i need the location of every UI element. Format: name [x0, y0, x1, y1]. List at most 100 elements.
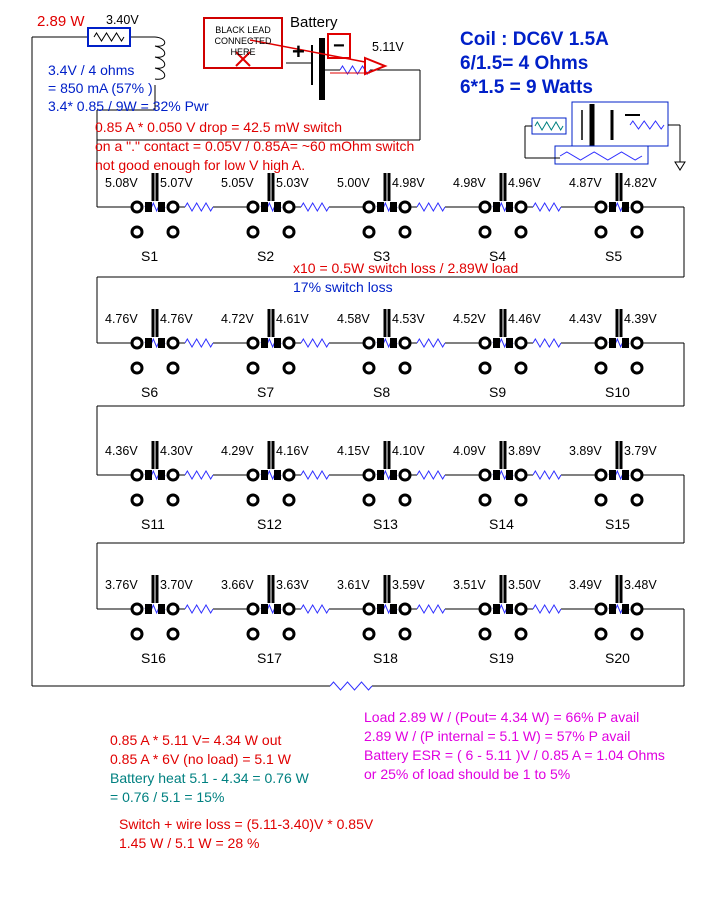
load-resistor-box: [87, 27, 131, 47]
switch-contact-circle: [514, 602, 528, 616]
total-loss-line2: 1.45 W / 5.1 W = 28 %: [119, 835, 260, 851]
efficiency-line2: 2.89 W / (P internal = 5.1 W) = 57% P av…: [364, 728, 631, 744]
switch-contact-block: [261, 604, 268, 614]
switch-vin-label: 3.66V: [221, 578, 254, 592]
switch-contact-circle: [594, 361, 608, 375]
switch-contact-block: [145, 338, 152, 348]
switch-contact-circle: [398, 627, 412, 641]
switch-contact-circle: [514, 336, 528, 350]
load-calc-line1: 3.4V / 4 ohms: [48, 62, 135, 78]
switch-vout-label: 4.98V: [392, 176, 425, 190]
switch-label-s6: S6: [141, 384, 159, 400]
switch-vout-label: 4.10V: [392, 444, 425, 458]
switch-contact-block: [390, 470, 397, 480]
efficiency-line1: Load 2.89 W / (Pout= 4.34 W) = 66% P ava…: [364, 709, 640, 725]
wires: [31, 36, 685, 687]
switch-contact-block: [390, 202, 397, 212]
switch-contact-circle: [282, 336, 296, 350]
switch-contact-circle: [246, 336, 260, 350]
wire-resistor: [532, 338, 562, 348]
switch-vin-label: 3.89V: [569, 444, 602, 458]
load-calc-line3: 3.4* 0.85 / 9W = 32% Pwr: [48, 98, 209, 114]
switch-vout-label: 3.50V: [508, 578, 541, 592]
switch-contact-circle: [166, 627, 180, 641]
switch-contact-circle: [246, 602, 260, 616]
switch-vin-label: 4.76V: [105, 312, 138, 326]
switch-vout-label: 4.46V: [508, 312, 541, 326]
switch-vout-label: 3.70V: [160, 578, 193, 592]
switch-contact-circle: [478, 602, 492, 616]
switch-contact-circle: [398, 225, 412, 239]
switch-label-s20: S20: [605, 650, 630, 666]
switch-vout-label: 4.82V: [624, 176, 657, 190]
coil-rating: Coil : DC6V 1.5A: [460, 29, 609, 50]
switch-vout-label: 4.39V: [624, 312, 657, 326]
switch-label-s17: S17: [257, 650, 282, 666]
switch-vin-label: 4.98V: [453, 176, 486, 190]
switch-contact-circle: [398, 493, 412, 507]
switch-contact-block: [274, 202, 281, 212]
wire-resistor: [184, 470, 214, 480]
switch-contact-circle: [130, 200, 144, 214]
switch-contact-circle: [594, 493, 608, 507]
switch-contact-block: [274, 338, 281, 348]
switch-contact-circle: [246, 627, 260, 641]
switch-vout-label: 4.96V: [508, 176, 541, 190]
switch-contact-block: [622, 338, 629, 348]
wire-resistor: [532, 604, 562, 614]
switch-contact-circle: [362, 200, 376, 214]
return-wire-resistor: [329, 681, 373, 691]
switch-label-s5: S5: [605, 248, 623, 264]
coil-inset-diagram: [524, 101, 686, 171]
switch-vout-label: 3.89V: [508, 444, 541, 458]
switch-vin-label: 5.00V: [337, 176, 370, 190]
switch-contact-circle: [398, 336, 412, 350]
switch-vin-label: 4.15V: [337, 444, 370, 458]
switch-contact-block: [261, 338, 268, 348]
switch-label-s14: S14: [489, 516, 514, 532]
switch-calc-line2: on a "." contact = 0.05V / 0.85A= ~60 mO…: [95, 138, 415, 154]
switch-contact-circle: [282, 468, 296, 482]
inset-resistor: [534, 121, 564, 131]
switch-contact-circle: [478, 336, 492, 350]
switch-vin-label: 5.05V: [221, 176, 254, 190]
switch-contact-circle: [130, 627, 144, 641]
wire-resistor: [300, 604, 330, 614]
switch-contact-circle: [514, 225, 528, 239]
battery-minus-sign: −: [333, 35, 345, 57]
red-x: [235, 51, 251, 67]
switch-vin-label: 4.09V: [453, 444, 486, 458]
switch-contact-block: [506, 604, 513, 614]
switch-contact-block: [274, 470, 281, 480]
switch-contact-block: [158, 470, 165, 480]
switch-label-s9: S9: [489, 384, 507, 400]
wire-resistor: [416, 202, 446, 212]
switch-contact-circle: [282, 602, 296, 616]
switch-contact-block: [609, 470, 616, 480]
switch-label-s4: S4: [489, 248, 507, 264]
switch-loss-line2: 17% switch loss: [293, 279, 393, 295]
switch-contact-block: [158, 604, 165, 614]
wire-resistor: [300, 338, 330, 348]
switch-contact-circle: [630, 493, 644, 507]
switch-vout-label: 5.07V: [160, 176, 193, 190]
switch-contact-block: [622, 470, 629, 480]
switch-contact-circle: [246, 225, 260, 239]
efficiency-line4: or 25% of load should be 1 to 5%: [364, 766, 571, 782]
switch-contact-circle: [630, 361, 644, 375]
switch-label-s19: S19: [489, 650, 514, 666]
switch-vin-label: 4.52V: [453, 312, 486, 326]
switch-contact-block: [506, 202, 513, 212]
switch-label-s1: S1: [141, 248, 159, 264]
efficiency-line3: Battery ESR = ( 6 - 5.11 )V / 0.85 A = 1…: [364, 747, 665, 763]
switch-vin-label: 4.36V: [105, 444, 138, 458]
switch-contact-circle: [478, 200, 492, 214]
switch-contact-circle: [398, 361, 412, 375]
battery-symbol: [235, 33, 420, 100]
switch-contact-circle: [398, 468, 412, 482]
switch-contact-circle: [362, 602, 376, 616]
switch-contact-block: [390, 338, 397, 348]
load-voltage-label: 3.40V: [106, 13, 139, 27]
switch-contact-circle: [514, 493, 528, 507]
switch-label-s7: S7: [257, 384, 275, 400]
